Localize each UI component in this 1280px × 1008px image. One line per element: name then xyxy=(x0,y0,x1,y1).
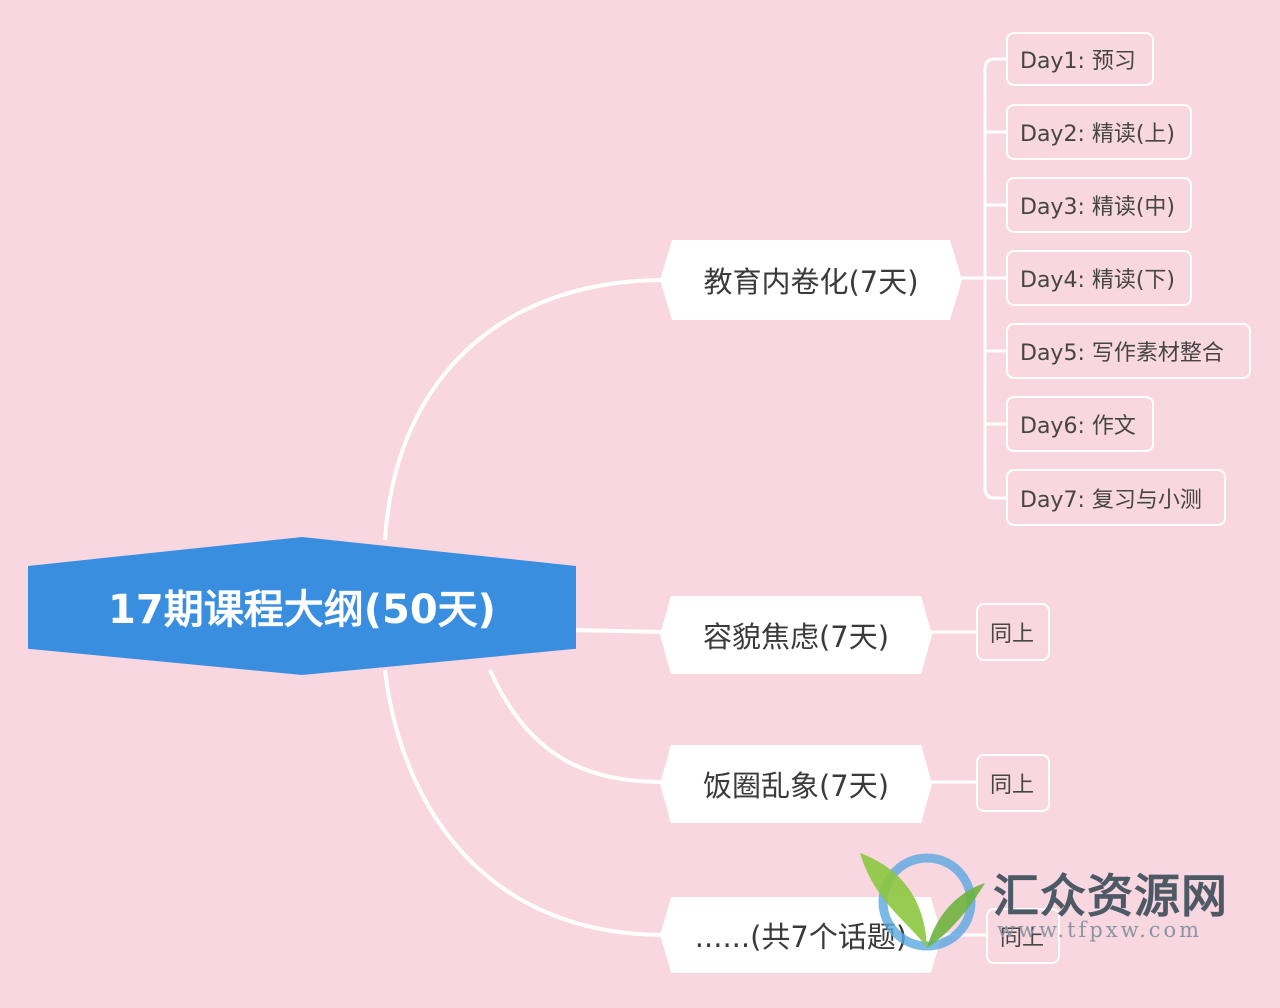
subtopic-label: Day1: 预习 xyxy=(1020,49,1136,74)
subtopic-same-as-above[interactable]: 同上 xyxy=(976,603,1050,661)
topic-education-involution[interactable]: 教育内卷化(7天) xyxy=(660,240,962,320)
subtopic-same-as-above[interactable]: 同上 xyxy=(976,754,1050,812)
root-topic[interactable]: 17期课程大纲(50天) xyxy=(28,537,576,675)
topic-label: 饭圈乱象(7天) xyxy=(702,769,890,803)
subtopic-label: Day4: 精读(下) xyxy=(1020,268,1176,293)
subtopic-label: Day2: 精读(上) xyxy=(1020,122,1176,147)
subtopic-day7[interactable]: Day7: 复习与小测 xyxy=(1006,469,1226,526)
watermark-title: 汇众资源网 xyxy=(993,869,1228,923)
root-topic-label: 17期课程大纲(50天) xyxy=(108,587,496,633)
subtopic-label: Day5: 写作素材整合 xyxy=(1020,341,1224,366)
subtopic-day2[interactable]: Day2: 精读(上) xyxy=(1006,104,1192,160)
topic-fandom-chaos[interactable]: 饭圈乱象(7天) xyxy=(660,745,932,823)
subtopic-label: 同上 xyxy=(1000,926,1045,951)
topic-label: 容貌焦虑(7天) xyxy=(702,620,890,654)
subtopic-label: 同上 xyxy=(990,622,1035,647)
topic-label: ......(共7个话题) xyxy=(694,920,908,954)
subtopic-day1[interactable]: Day1: 预习 xyxy=(1006,32,1154,86)
subtopic-day3[interactable]: Day3: 精读(中) xyxy=(1006,177,1192,233)
subtopic-same-as-above[interactable]: 同上 xyxy=(986,908,1060,964)
watermark-url: www.tfpxw.com xyxy=(997,918,1203,942)
subtopic-day4[interactable]: Day4: 精读(下) xyxy=(1006,250,1192,306)
topic-label: 教育内卷化(7天) xyxy=(703,265,919,299)
subtopic-label: 同上 xyxy=(990,773,1035,798)
subtopic-label: Day6: 作文 xyxy=(1020,414,1136,439)
subtopic-day5[interactable]: Day5: 写作素材整合 xyxy=(1006,323,1251,379)
subtopic-label: Day7: 复习与小测 xyxy=(1020,487,1202,513)
watermark: 汇众资源网 www.tfpxw.com xyxy=(855,848,1255,958)
topic-appearance-anxiety[interactable]: 容貌焦虑(7天) xyxy=(660,596,932,674)
subtopic-label: Day3: 精读(中) xyxy=(1020,195,1176,220)
subtopic-day6[interactable]: Day6: 作文 xyxy=(1006,396,1154,452)
leaf-logo-icon xyxy=(860,853,985,951)
